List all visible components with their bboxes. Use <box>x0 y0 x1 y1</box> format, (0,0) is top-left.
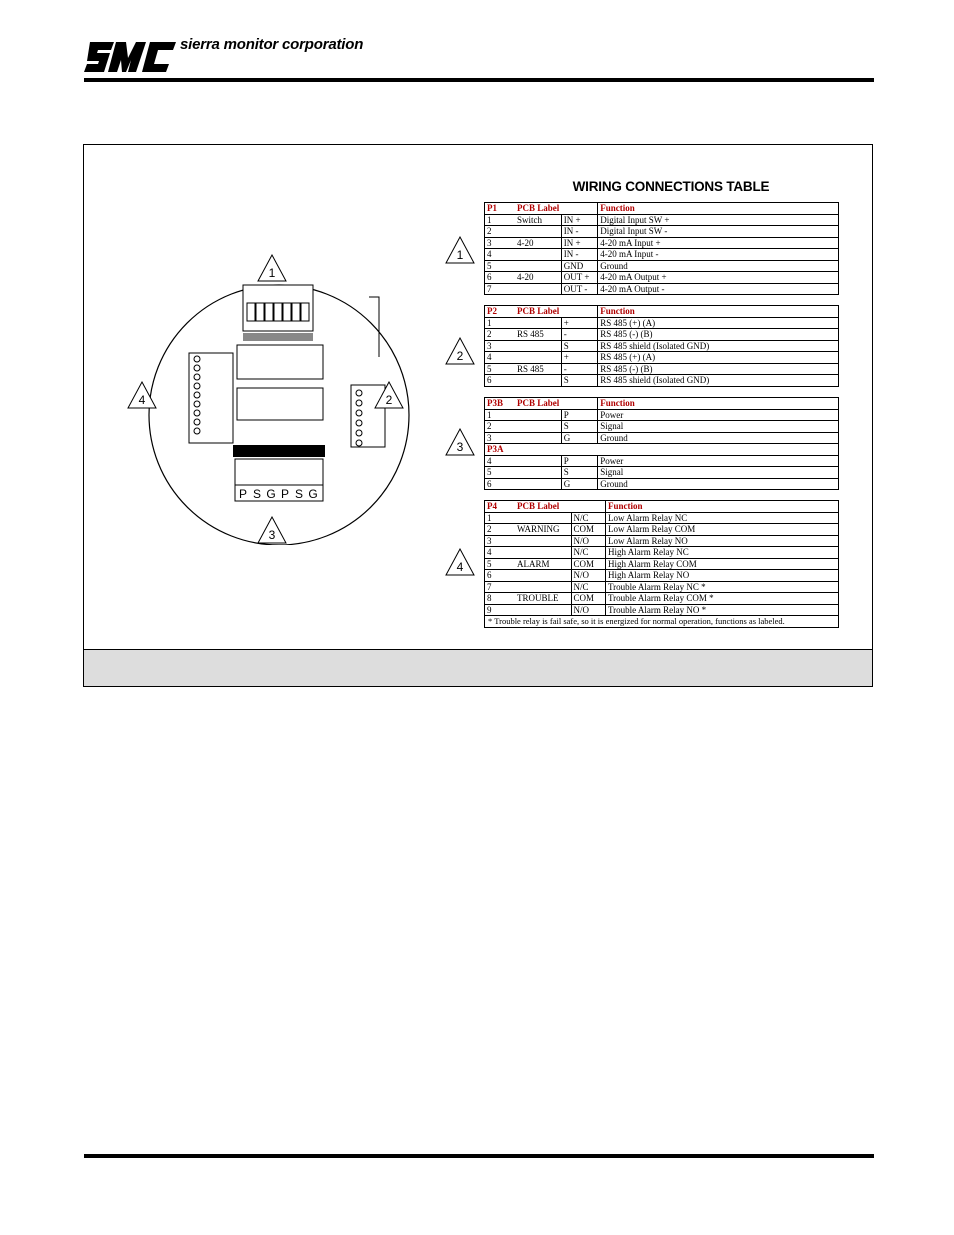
company-name: sierra monitor corporation <box>180 36 364 53</box>
table-header: PCB Label <box>515 202 562 215</box>
callout-4-icon: 4 <box>445 548 475 576</box>
svg-text:2: 2 <box>457 349 464 363</box>
table-header: P2 <box>484 305 515 318</box>
svg-text:2: 2 <box>386 393 393 407</box>
callout-4-icon: 4 <box>127 381 157 409</box>
p3-pin-label: P <box>239 487 247 501</box>
svg-text:1: 1 <box>457 248 464 262</box>
p3-pin-label: S <box>295 487 303 501</box>
p3-pin-label: G <box>266 487 275 501</box>
table-header: PCB Label <box>515 305 562 318</box>
p3-pin-label: P <box>281 487 289 501</box>
table-header: Function <box>597 305 839 318</box>
table-header: Function <box>597 397 839 410</box>
table-header: PCB Label <box>515 397 562 410</box>
callout-1-icon: 1 <box>445 236 475 264</box>
callout-1-icon: 1 <box>257 254 287 282</box>
footer-rule <box>84 1154 874 1158</box>
table-header: P3B <box>484 397 515 410</box>
smc-logo <box>84 42 176 72</box>
callout-2-icon: 2 <box>374 381 404 409</box>
callout-2-icon: 2 <box>445 337 475 365</box>
wiring-figure: P S G P S G 1 2 3 4 1 2 3 4 WIRING CONNE… <box>83 144 873 687</box>
callout-3-icon: 3 <box>445 428 475 456</box>
pcb-diagram: P S G P S G <box>148 284 410 545</box>
table-header: P1 <box>484 202 515 215</box>
svg-text:4: 4 <box>457 560 464 574</box>
table-title: WIRING CONNECTIONS TABLE <box>572 179 770 194</box>
svg-text:1: 1 <box>269 266 276 280</box>
table-header: P4 <box>484 500 515 513</box>
p3-pin-label: G <box>308 487 317 501</box>
header-rule <box>84 78 874 82</box>
table-row: 4+RS 485 (+) (A) <box>484 351 839 364</box>
table-row: 1+RS 485 (+) (A) <box>484 317 839 329</box>
p3-pin-label: S <box>253 487 261 501</box>
p2-table: P2 PCB Label Function 1+RS 485 (+) (A) 2… <box>484 305 839 387</box>
svg-text:3: 3 <box>269 528 276 542</box>
table-subheader: P3A <box>484 443 515 456</box>
page-header: sierra monitor corporation <box>84 36 874 82</box>
figure-caption-bar <box>84 649 872 686</box>
svg-text:4: 4 <box>139 393 146 407</box>
trouble-relay-note: * Trouble relay is fail safe, so it is e… <box>484 615 839 628</box>
table-header: Function <box>597 202 839 215</box>
svg-text:3: 3 <box>457 440 464 454</box>
table-header: PCB Label <box>515 500 571 513</box>
callout-3-icon: 3 <box>257 516 287 544</box>
table-header: Function <box>605 500 839 513</box>
